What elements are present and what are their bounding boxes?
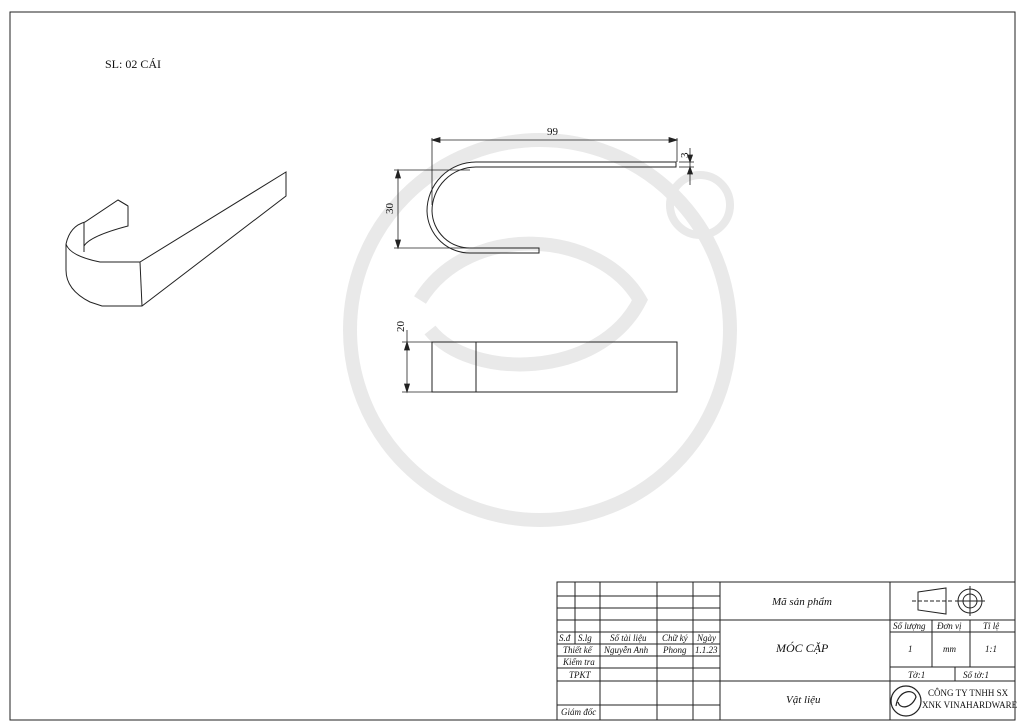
unit-value: mm xyxy=(943,644,956,654)
projection-symbol-icon xyxy=(912,586,985,616)
dimension-width-label: 20 xyxy=(395,321,407,333)
product-name: MÓC CẶP xyxy=(775,641,829,655)
scale-value: 1:1 xyxy=(985,644,997,654)
company-line-2: XNK VINAHARDWARE xyxy=(922,700,1018,710)
dimension-height xyxy=(394,168,470,250)
row-role-tpkt: TPKT xyxy=(569,670,592,680)
row-date-design: 1.1.23 xyxy=(695,645,718,655)
product-code-label: Mã sản phẩm xyxy=(771,596,832,608)
isometric-view xyxy=(65,171,287,307)
front-view xyxy=(426,161,677,254)
quantity-note: SL: 02 CÁI xyxy=(105,57,161,71)
dimension-length xyxy=(430,136,679,205)
row-role-design: Thiết kế xyxy=(563,645,594,655)
top-view xyxy=(431,341,678,393)
dimension-thickness-label: 3 xyxy=(679,152,691,158)
row-signature-design: Phong xyxy=(662,645,687,655)
dimension-width xyxy=(402,330,432,394)
row-role-check: Kiểm tra xyxy=(562,657,595,667)
title-block xyxy=(556,581,1016,721)
row-role-director: Giám đốc xyxy=(561,707,596,717)
header-chu-ky: Chữ ký xyxy=(662,633,688,643)
company-logo-icon xyxy=(890,685,922,717)
dimension-thickness xyxy=(679,148,694,185)
row-name-design: Nguyễn Anh xyxy=(603,645,649,655)
company-line-1: CÔNG TY TNHH SX xyxy=(928,688,1009,698)
header-slg: S.lg xyxy=(578,633,592,643)
sheet-border xyxy=(9,11,1016,721)
unit-label: Đơn vị xyxy=(936,621,962,631)
sheet-label: Tờ:1 xyxy=(908,670,925,680)
dimension-height-label: 30 xyxy=(384,203,396,215)
qty-value: 1 xyxy=(908,644,913,654)
material-label: Vật liệu xyxy=(786,694,821,706)
qty-label: Số lượng xyxy=(893,621,926,631)
scale-label: Tỉ lệ xyxy=(983,621,1000,631)
header-so-tai-lieu: Số tài liệu xyxy=(610,633,647,643)
header-ngay: Ngày xyxy=(696,633,716,643)
sheet-count-label: Số tờ:1 xyxy=(963,670,989,680)
dimension-length-label: 99 xyxy=(547,126,559,138)
header-sd: S.đ xyxy=(559,633,571,643)
